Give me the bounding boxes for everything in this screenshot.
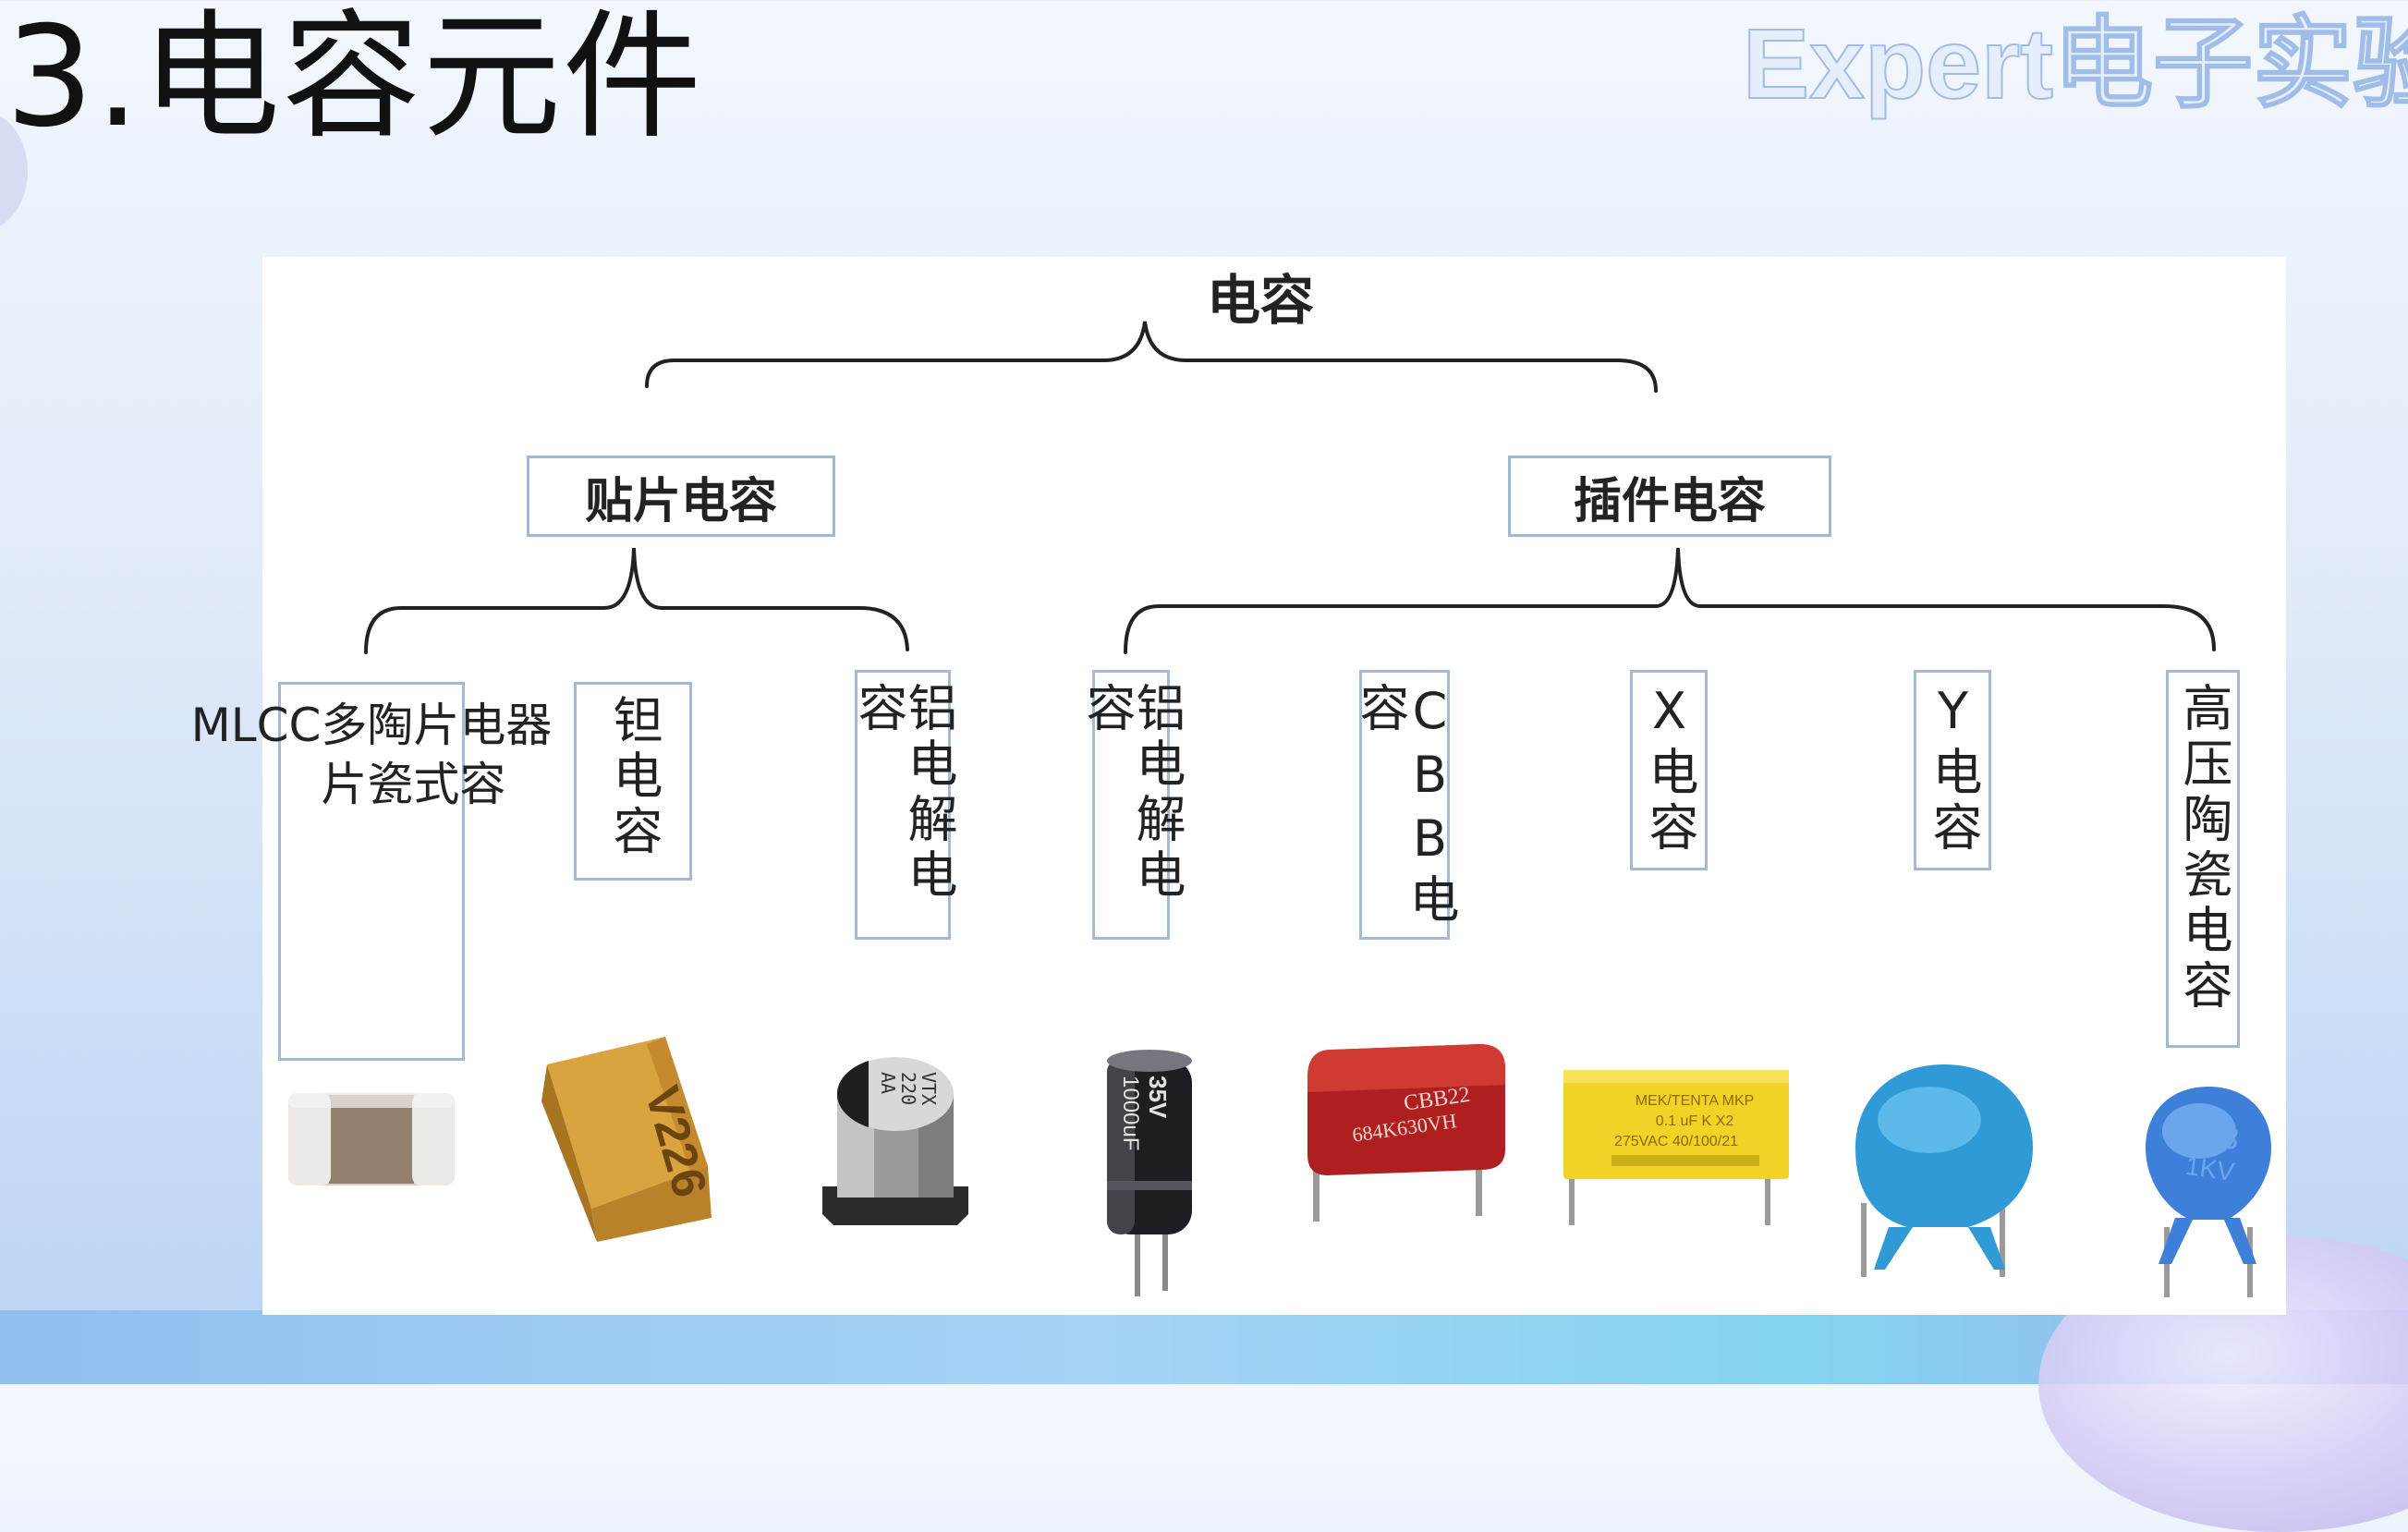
radial-aluminum-capacitor-image: 35V 1000uF: [1107, 1050, 1192, 1296]
leaf-label-x-capacitor: X电容: [1640, 682, 1698, 857]
x-cap-marking-2: 0.1 uF K X2: [1656, 1113, 1734, 1129]
smd-alu-marking-3: VTX: [918, 1072, 940, 1105]
mlcc-capacitor-image: [288, 1093, 455, 1185]
leaf-label-cbb: CBB电容: [1351, 682, 1459, 929]
leaf-label-mlcc-line4: 片式: [413, 699, 460, 811]
leaf-label-smd-aluminum: 铝电解电容: [849, 682, 957, 904]
leaf-node-mlcc: MLCC 多片 陶瓷 片式 电容 器: [191, 682, 552, 1061]
x-capacitor-image: MEK/TENTA MKP 0.1 uF K X2 275VAC 40/100/…: [1563, 1070, 1789, 1225]
leaf-node-y-capacitor: Y电容: [1914, 670, 1991, 870]
radial-alu-marking-voltage: 35V: [1144, 1076, 1172, 1119]
brand-watermark: Expert电子实验: [1742, 6, 2408, 120]
leaf-node-x-capacitor: X电容: [1630, 670, 1708, 870]
tantalum-capacitor-image: V226: [541, 1037, 717, 1242]
leaf-label-mlcc-line5: 电容: [459, 699, 506, 811]
hv-ceramic-marking-2: 1KV: [2183, 1151, 2236, 1186]
leaf-label-mlcc-line3: 陶瓷: [367, 699, 414, 811]
leaf-node-cbb: CBB电容: [1351, 670, 1459, 940]
leaf-node-smd-aluminum: 铝电解电容: [849, 670, 957, 940]
smd-alu-marking-1: AA: [877, 1072, 899, 1094]
brace-through-hole: [1124, 547, 2216, 654]
capacitor-tree-diagram: 电容 贴片电容 插件电容 MLCC 多片 陶瓷 片式 电容 器 钽电容 铝电解电…: [191, 257, 2286, 1315]
brace-root: [645, 321, 1658, 393]
leaf-label-tantalum: 钽电容: [604, 694, 663, 860]
group-node-through-hole: 插件电容: [1508, 456, 1831, 537]
brace-smd: [364, 547, 909, 654]
smd-aluminum-capacitor-image: AA 220 VTX: [822, 1057, 968, 1225]
leaf-node-radial-aluminum: 铝电解电容: [1077, 670, 1186, 940]
leaf-label-mlcc-line1: MLCC: [190, 699, 322, 752]
smd-alu-marking-2: 220: [897, 1072, 919, 1105]
group-node-smd: 贴片电容: [527, 456, 835, 537]
leaf-label-hv-ceramic: 高压陶瓷电容: [2174, 682, 2232, 1015]
leaf-label-radial-aluminum: 铝电解电容: [1077, 682, 1186, 904]
decorative-bottom-band: [0, 1310, 2408, 1384]
hv-ceramic-marking-1: 103: [2184, 1115, 2241, 1158]
root-node-capacitor: 电容: [1206, 269, 1314, 332]
leaf-node-hv-ceramic: 高压陶瓷电容: [2166, 670, 2240, 1048]
tree-connectors: [364, 321, 2216, 654]
leaf-node-tantalum: 钽电容: [574, 682, 692, 881]
leaf-label-mlcc-line2: 多片: [321, 699, 368, 811]
page-title: 3.电容元件: [6, 0, 704, 158]
x-cap-marking-3: 275VAC 40/100/21: [1614, 1134, 1738, 1149]
cbb-capacitor-image: CBB22 684K630VH: [1307, 1044, 1505, 1222]
x-cap-marking-1: MEK/TENTA MKP: [1636, 1093, 1755, 1109]
hv-ceramic-capacitor-image: 103 1KV: [2146, 1087, 2271, 1297]
leaf-label-mlcc-line6: 器: [505, 699, 553, 752]
radial-alu-marking-capacitance: 1000uF: [1118, 1076, 1143, 1150]
y-capacitor-image: [1855, 1064, 2033, 1277]
leaf-label-y-capacitor: Y电容: [1924, 682, 1982, 857]
